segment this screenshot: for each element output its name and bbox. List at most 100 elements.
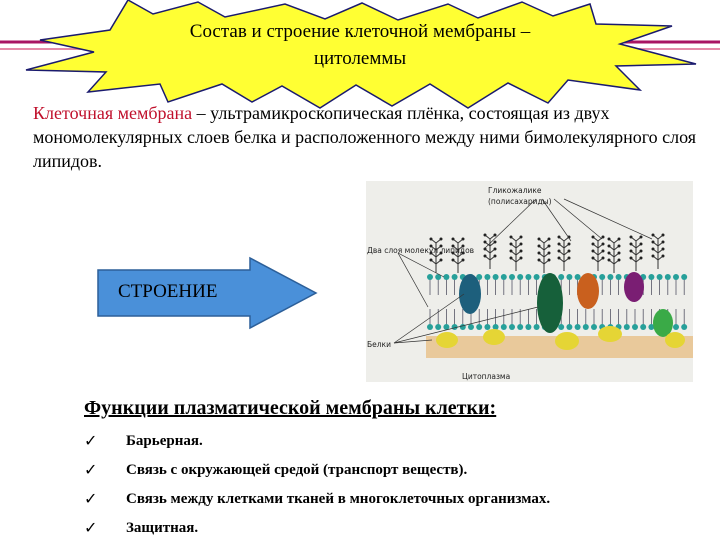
sugar-unit (639, 242, 643, 246)
sugar-unit (567, 235, 571, 239)
check-mark-icon: ✓ (84, 520, 98, 537)
lipid-head (443, 324, 450, 330)
sugar-unit (557, 235, 561, 239)
sugar-unit (591, 256, 595, 260)
sugar-unit (591, 242, 595, 246)
lipid-head (476, 274, 483, 280)
lipid-head (607, 274, 614, 280)
list-item: ✓Связь с окружающей средой (транспорт ве… (84, 456, 550, 485)
sugar-unit (537, 258, 541, 262)
protein-yellow (598, 326, 622, 342)
lipid-head (615, 274, 622, 280)
lipid-head (484, 324, 491, 330)
lipid-head (443, 274, 450, 280)
sugar-unit (651, 233, 655, 237)
intro-text: – ультрамикроскопическая плёнка, состоящ… (33, 103, 697, 171)
lipid-head (500, 324, 507, 330)
lipid-head (582, 324, 589, 330)
sugar-unit (461, 237, 465, 241)
lipid-bilayer (427, 274, 688, 330)
sugar-unit (451, 251, 455, 255)
sugar-unit (451, 237, 455, 241)
glycocalyx-chains (429, 233, 665, 273)
sugar-unit (617, 244, 621, 248)
lipid-head (427, 324, 433, 330)
lipid-head (459, 324, 466, 330)
lipid-head (509, 324, 515, 330)
functions-title: Функции плазматической мембраны клетки: (84, 397, 497, 419)
sugar-unit (483, 233, 487, 237)
label-proteins: Белки (367, 340, 391, 349)
lipid-head (681, 324, 688, 330)
sugar-unit (629, 249, 633, 253)
protein-orange (577, 273, 599, 309)
sugar-unit (651, 247, 655, 251)
lipid-head (673, 324, 679, 330)
structure-arrow-label: СТРОЕНИЕ (118, 281, 218, 302)
sugar-unit (509, 242, 513, 246)
lipid-head (664, 274, 671, 280)
sugar-unit (493, 233, 497, 237)
sugar-unit (429, 237, 433, 241)
protein-green-small (653, 309, 673, 337)
sugar-unit (567, 249, 571, 253)
lipid-head (558, 324, 565, 330)
sugar-unit (461, 251, 465, 255)
slide-title-line1: Состав и строение клеточной мембраны – (189, 21, 531, 42)
label-pointer-lines (393, 198, 653, 344)
lipid-head (574, 324, 581, 330)
sugar-unit (601, 256, 605, 260)
sugar-unit (547, 258, 551, 262)
sugar-unit (557, 242, 561, 246)
list-item: ✓ Защитная. (84, 514, 550, 543)
lipid-head (533, 274, 540, 280)
function-label: Связь между клетками тканей в многоклето… (126, 491, 551, 507)
protein-yellow (436, 332, 458, 348)
lipid-head (492, 274, 499, 280)
lipid-head (599, 274, 606, 280)
sugar-unit (519, 235, 523, 239)
lipid-head (566, 324, 573, 330)
function-label: Защитная. (126, 520, 199, 536)
sugar-unit (509, 235, 513, 239)
protein-blue (459, 274, 481, 314)
intro-paragraph: Клеточная мембрана – ультрамикроскопичес… (33, 101, 713, 173)
membrane-diagram: Гликожалике (полисахариды) Два слоя моле… (366, 181, 693, 382)
sugar-unit (483, 240, 487, 244)
lipid-head (591, 324, 597, 330)
sugar-unit (651, 240, 655, 244)
function-label: Связь с окружающей средой (транспорт вещ… (126, 462, 468, 478)
sugar-unit (493, 247, 497, 251)
sugar-unit (461, 258, 465, 262)
lipid-head (435, 274, 442, 280)
list-item: ✓Барьерная. (84, 427, 550, 456)
sugar-unit (547, 237, 551, 241)
lipid-head (517, 324, 524, 330)
function-label: Барьерная. (126, 433, 203, 449)
lipid-head (648, 324, 655, 330)
sugar-unit (439, 258, 443, 262)
sugar-unit (661, 247, 665, 251)
label-lipid-layers: Два слоя молекул липидов (367, 246, 474, 255)
lipid-head (681, 274, 688, 280)
sugar-unit (629, 242, 633, 246)
title-burst-shape (25, 0, 697, 109)
sugar-unit (461, 244, 465, 248)
intro-highlight: Клеточная мембрана (33, 103, 193, 123)
sugar-unit (439, 237, 443, 241)
lipid-head (476, 324, 483, 330)
sugar-unit (639, 235, 643, 239)
sugar-unit (591, 249, 595, 253)
sugar-unit (537, 251, 541, 255)
sugar-unit (557, 256, 561, 260)
sugar-unit (519, 242, 523, 246)
sugar-unit (547, 244, 551, 248)
sugar-unit (629, 256, 633, 260)
sugar-unit (661, 233, 665, 237)
lipid-head (574, 274, 581, 280)
sugar-unit (519, 256, 523, 260)
sugar-unit (601, 235, 605, 239)
lipid-head (468, 324, 474, 330)
sugar-unit (661, 254, 665, 258)
lipid-head (525, 274, 532, 280)
